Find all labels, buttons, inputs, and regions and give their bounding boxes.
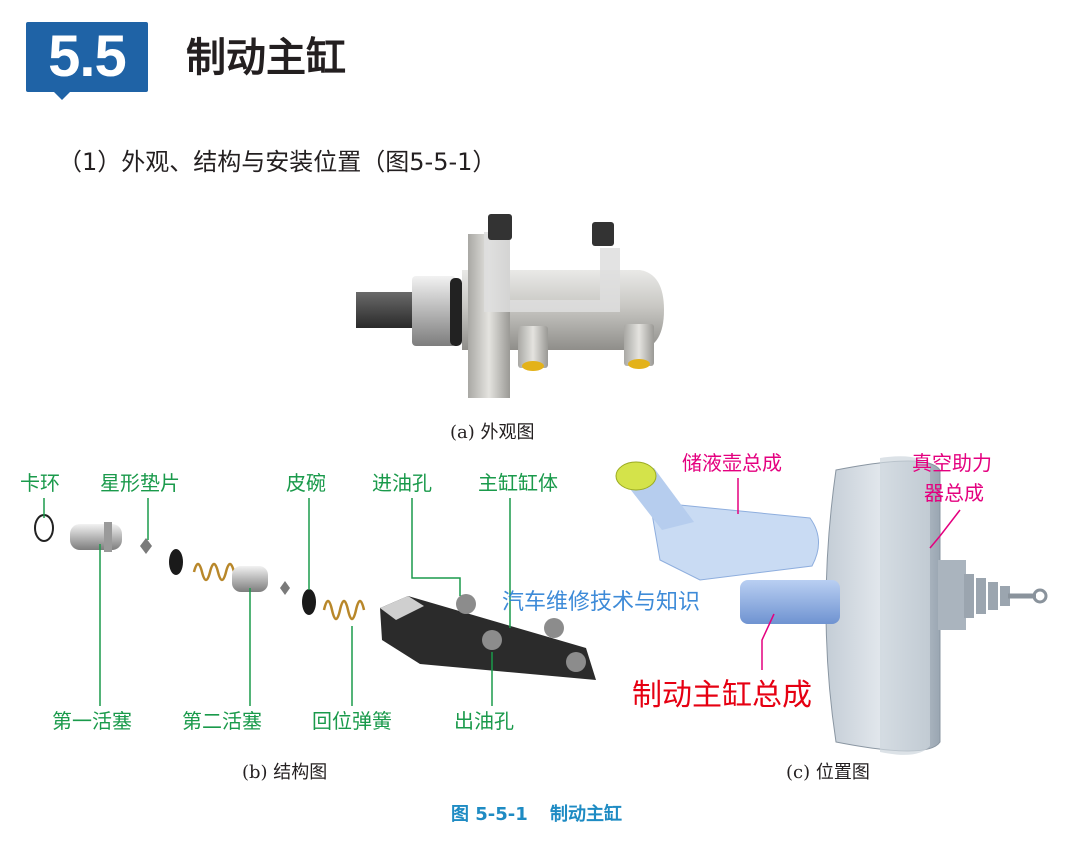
inlet-hole-1 xyxy=(456,594,476,614)
o-ring xyxy=(450,278,462,346)
leader-line-master xyxy=(761,613,775,670)
badge-notch xyxy=(52,90,72,100)
label-snap-ring: 卡环 xyxy=(20,471,60,495)
return-spring-part xyxy=(322,599,366,621)
pushrod-clevis xyxy=(1032,588,1048,604)
label-outlet-port: 出油孔 xyxy=(454,709,514,733)
figure-title: 制动主缸 xyxy=(550,804,623,825)
label-return-spring: 回位弹簧 xyxy=(312,709,392,733)
outlet-boss-2 xyxy=(624,324,654,366)
outlet-boss-1 xyxy=(518,326,548,368)
outlet-hole-1 xyxy=(482,630,502,650)
label-cylinder-body: 主缸缸体 xyxy=(478,471,558,495)
star-washer-part xyxy=(140,538,152,554)
cup-part xyxy=(302,589,316,615)
caption-b: (b) 结构图 xyxy=(242,762,328,783)
seal-disc xyxy=(169,549,183,575)
position-assembly xyxy=(615,456,1048,755)
first-piston-groove xyxy=(104,522,112,552)
master-cylinder-photo xyxy=(356,214,664,398)
master-cylinder-blue xyxy=(740,580,840,624)
reservoir-cap xyxy=(615,461,657,491)
figure-number: 图 5-5-1 xyxy=(450,804,528,825)
badge-background xyxy=(26,22,148,92)
section-number: 5.5 xyxy=(48,24,127,89)
leader-lines-c xyxy=(737,478,961,549)
label-first-piston: 第一活塞 xyxy=(52,709,132,733)
booster-boot xyxy=(964,574,1010,618)
figure-caption: 图 5-5-1 制动主缸 xyxy=(0,800,1073,826)
outlet-plug-2 xyxy=(628,359,650,369)
section-title: 制动主缸 xyxy=(186,35,346,81)
caption-c: (c) 位置图 xyxy=(786,762,870,783)
subheading: （1）外观、结构与安装位置（图5-5-1） xyxy=(58,148,497,176)
outlet-plug-1 xyxy=(522,361,544,371)
inlet-hole-2 xyxy=(544,618,564,638)
feed-cap-1 xyxy=(488,214,512,240)
booster-rear-housing xyxy=(938,560,966,630)
first-piston-part xyxy=(70,524,122,550)
star-washer-2 xyxy=(280,581,290,595)
mounting-barrel xyxy=(412,276,456,346)
label-cup: 皮碗 xyxy=(286,471,326,495)
outlet-hole-2 xyxy=(566,652,586,672)
label-booster-line2: 器总成 xyxy=(924,481,984,505)
snap-ring-part xyxy=(34,514,54,542)
label-reservoir: 储液壶总成 xyxy=(682,451,782,475)
section-number-badge: 5.5 xyxy=(26,22,148,100)
watermark-text: 汽车维修技术与知识 xyxy=(502,590,701,615)
label-master-cylinder: 制动主缸总成 xyxy=(632,678,812,713)
leader-lines-b xyxy=(43,498,511,706)
second-piston-part xyxy=(232,566,268,592)
label-second-piston: 第二活塞 xyxy=(182,709,262,733)
feed-cap-2 xyxy=(592,222,614,246)
pushrod-end xyxy=(356,292,418,328)
label-star-washer: 星形垫片 xyxy=(100,471,180,495)
exploded-structure xyxy=(34,498,596,706)
label-inlet-port: 进油孔 xyxy=(372,471,432,495)
booster-rim xyxy=(880,456,930,755)
caption-a: (a) 外观图 xyxy=(450,422,535,443)
cylinder-mouth xyxy=(380,596,424,620)
label-booster-line1: 真空助力 xyxy=(912,451,992,475)
